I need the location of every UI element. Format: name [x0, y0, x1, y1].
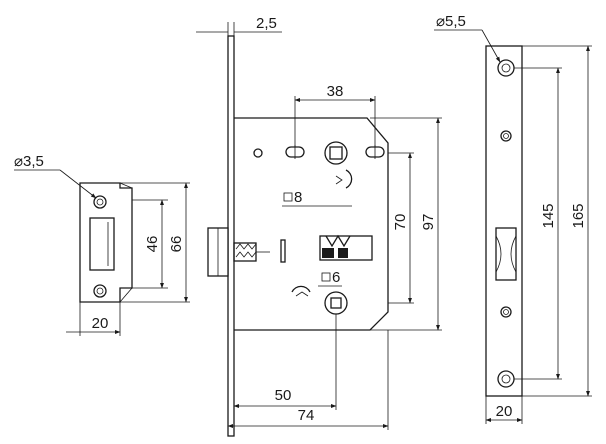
- body-height-label: 97: [420, 214, 437, 231]
- strike-height-inner-label: 46: [144, 236, 161, 253]
- faceplate-thickness-label: 2,5: [256, 15, 277, 32]
- hole-spacing-label: 38: [327, 83, 344, 100]
- backset-label: 50: [275, 387, 292, 404]
- faceplate-total-height-label: 165: [570, 203, 587, 228]
- faceplate-hole-dia-label: ⌀5,5: [436, 13, 466, 30]
- total-depth-label: 74: [298, 407, 315, 424]
- square-large-label: 8: [294, 189, 302, 206]
- strike-height-outer-label: 66: [168, 236, 185, 253]
- faceplate: [434, 29, 592, 424]
- strike-hole-dia-label: ⌀3,5: [14, 153, 44, 170]
- strike-plate: [14, 169, 190, 336]
- square-small-label: 6: [332, 269, 340, 286]
- faceplate-hole-spacing-label: 145: [540, 203, 557, 228]
- lock-body: [196, 22, 442, 437]
- square-8-symbol: [283, 192, 293, 202]
- faceplate-width-label: 20: [496, 403, 513, 420]
- square-6-symbol: [321, 272, 331, 282]
- strike-width-label: 20: [92, 315, 109, 332]
- handle-to-key-label: 70: [392, 214, 409, 231]
